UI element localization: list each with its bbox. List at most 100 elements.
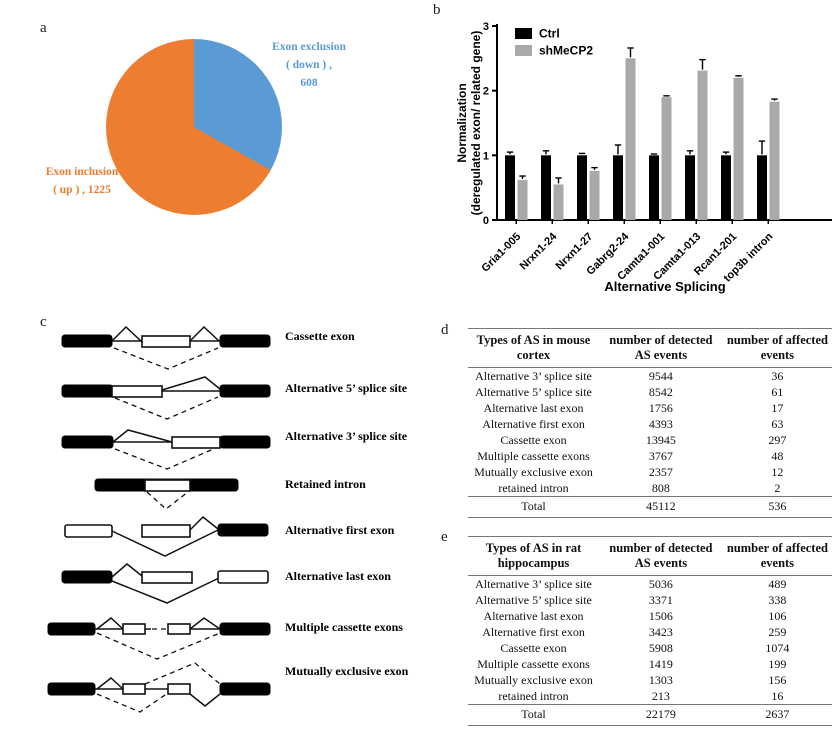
table-cell: Cassette exon [500,432,567,447]
table-cell: Alternative 3’ splice site [475,368,592,383]
table-cell: 36 [771,368,784,383]
table-cell: 61 [771,384,784,399]
table-header-cell: number of affected events [722,328,832,368]
table-row: Multiple cassette exons 3767 48 [468,448,832,464]
table-cell: 536 [722,496,832,518]
table-row: Cassette exon 5908 1074 [468,640,832,656]
bar-Ctrl [505,155,515,220]
table-cell: Multiple cassette exons [477,448,590,463]
table-cell: 45112 [599,496,723,518]
table-header-cell: number of detected AS events [599,328,723,368]
table-row: Mutually exclusive exon 1303 156 [468,672,832,688]
pie-label-line: Exon exclusion [272,41,346,53]
table-cell: retained intron [498,480,569,495]
table-cell: 3767 [648,448,673,463]
table-cell: 1756 [648,400,673,415]
x-tick-label: Gria1-005 [479,231,523,275]
table-cell: Alternative first exon [482,624,585,639]
table-cell: 489 [768,576,787,591]
bar-shMeCP2 [553,184,564,220]
bar-Ctrl [649,155,659,220]
pie-label-exon-exclusion: Exon exclusion ( down ) , 608 [254,38,364,92]
pie-label-line: ( down ) , [285,59,332,71]
table-cell: 4393 [648,416,673,431]
table-cell: 48 [771,448,784,463]
table-cell: 338 [768,592,787,607]
table-cell: 2 [774,480,781,495]
splicing-type-label: Alternative last exon [285,569,391,583]
table-cell: 1303 [648,672,673,687]
legend-swatch [515,45,532,56]
bar-Ctrl [721,155,731,220]
table-cell: 297 [768,432,787,447]
pie-label-exon-inclusion: Exon inclusion ( up ) , 1225 [26,163,138,199]
pie-label-line: Exon inclusion [45,166,119,178]
table-cell: 3423 [648,624,673,639]
y-axis-title: Normalization [455,83,469,162]
table-cell: 5908 [648,640,673,655]
bar-shMeCP2 [733,77,744,220]
bar-shMeCP2 [661,97,672,220]
splicing-diagram-svg [47,325,271,713]
table-row: Cassette exon 13945 297 [468,432,832,448]
table-cell: Alternative last exon [483,608,584,623]
table-cell: 2357 [648,464,673,479]
table-cell: 3371 [648,592,673,607]
table-cell: 12 [771,464,784,479]
diagram-cassette-exon [61,325,271,370]
panel-letter-a: a [40,20,47,36]
table-cell: 156 [768,672,787,687]
y-tick-label: 3 [483,21,489,33]
table-cell: 199 [768,656,787,671]
bar-shMeCP2 [769,101,780,220]
splicing-type-label: Mutually exclusive exon [285,664,409,678]
table-row: Mutually exclusive exon 2357 12 [468,464,832,480]
table-cell: Mutually exclusive exon [474,672,593,687]
diagram-alt-3-splice-site [61,429,271,470]
table-cell: Mutually exclusive exon [474,464,593,479]
table-cell: 808 [651,480,670,495]
table-cell: 5036 [648,576,673,591]
y-axis-title: (deregulated exon/ related gene) [469,31,483,216]
diagram-multiple-cassette-exons [47,617,271,660]
table-cell: 1074 [765,640,790,655]
table-cell: Total [468,496,600,518]
bar-Ctrl [541,155,551,220]
y-tick-label: 0 [483,215,489,227]
table-header-cell: Types of AS in rat hippocampus [468,536,600,576]
table-cell: 13945 [645,432,676,447]
bar-shMeCP2 [625,58,636,221]
table-cell: 106 [768,608,787,623]
table-cell: Total [468,704,600,726]
bar-chart-svg: 0123Gria1-005Nrxn1-24Nrxn1-27Gabrg2-24Ca… [455,21,832,294]
table-cell: Cassette exon [500,640,567,655]
table-cell: 9544 [648,368,673,383]
table-header-cell: Types of AS in mouse cortex [468,328,600,368]
table-cell: 22179 [599,704,723,726]
pie-label-line: 608 [300,77,318,89]
table-cell: 63 [771,416,784,431]
y-tick-label: 2 [483,86,489,98]
splicing-type-label: Alternative 5’ splice site [285,381,408,395]
diagram-mutually-exclusive-exon [47,662,271,713]
bar-shMeCP2 [697,70,708,221]
x-tick-label: Nrxn1-24 [518,230,560,272]
splicing-type-label: Alternative first exon [285,523,395,537]
